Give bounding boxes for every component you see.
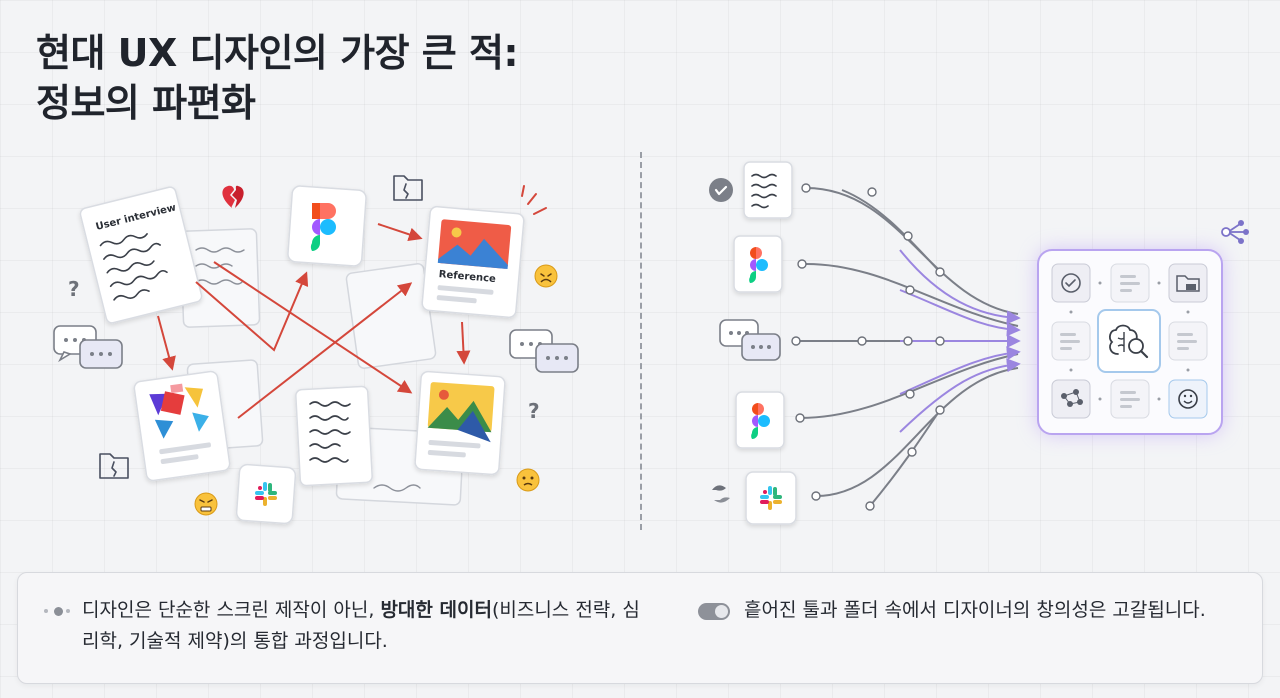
integration-hub — [1037, 249, 1223, 435]
hub-cell-doc-top — [1110, 263, 1150, 303]
question-icon-2: ? — [528, 399, 540, 423]
summary-left-part-1: 디자인은 단순한 스크린 제작이 아닌, — [82, 599, 381, 621]
hub-cell-folders — [1168, 263, 1208, 303]
figma-icon-right-1 — [733, 235, 783, 293]
worried-emoji-icon — [516, 468, 540, 492]
reference-label: Reference — [438, 269, 496, 285]
chat-bubbles-icon-right — [509, 329, 579, 373]
smiley-icon — [1168, 379, 1208, 419]
summary-left-bold: 방대한 데이터 — [380, 599, 492, 621]
shapes-image-icon — [133, 370, 231, 482]
summary-right-text: 흩어진 툴과 폴더 속에서 디자이너의 창의성은 고갈됩니다. — [744, 599, 1206, 621]
faint-card-2 — [345, 263, 437, 369]
page-title-line-2: 정보의 파편화 — [36, 81, 256, 125]
flow-nodes — [791, 183, 945, 511]
brain-search-icon — [1097, 309, 1161, 373]
toggle-icon — [698, 603, 730, 620]
summary-panel: 디자인은 단순한 스크린 제작이 아닌, 방대한 데이터(비즈니스 전략, 심리… — [17, 572, 1263, 684]
slack-icon-left — [235, 463, 297, 525]
hub-cell-doc-left — [1051, 321, 1091, 361]
broken-heart-icon — [222, 185, 244, 208]
angry-emoji-icon — [194, 492, 218, 516]
chat-swirl-icon — [712, 485, 730, 503]
doc-icon — [743, 161, 793, 219]
hub-cell-check — [1051, 263, 1091, 303]
slack-icon-right — [745, 471, 797, 525]
frustrated-emoji-icon — [534, 264, 558, 288]
question-icon-1: ? — [68, 277, 80, 301]
hub-cell-doc-right — [1168, 321, 1208, 361]
hub-cell-network — [1051, 379, 1091, 419]
dashed-divider — [640, 152, 642, 530]
page-title-line-1: 현대 UX 디자인의 가장 큰 적: — [36, 31, 519, 75]
summary-left-text: 디자인은 단순한 스크린 제작이 아닌, 방대한 데이터(비즈니스 전략, 심리… — [82, 595, 642, 657]
fragmentation-diagram: User interview Reference — [53, 161, 1249, 525]
notes-doc-icon — [295, 385, 373, 487]
landscape-image-icon — [414, 370, 506, 476]
alert-burst-icon — [521, 185, 547, 215]
reference-image-icon: Reference — [421, 205, 525, 319]
folder-icon-top — [393, 175, 423, 201]
dots-indicator-icon — [44, 607, 70, 617]
share-nodes-icon — [1221, 220, 1249, 244]
hub-cell-doc-bottom — [1110, 379, 1150, 419]
summary-left-part-2: (비즈니스 전략, 심리학, 기술적 제약)의 통합 과정입니다. — [82, 599, 640, 652]
folder-icon-bottom — [99, 453, 129, 479]
figma-icon — [287, 185, 367, 267]
chaotic-arrows — [157, 223, 471, 419]
chat-bubbles-icon-hub — [719, 319, 781, 361]
page-title: 현대 UX 디자인의 가장 큰 적: 정보의 파편화 — [36, 28, 519, 128]
chat-bubbles-icon-left — [53, 325, 123, 369]
figma-icon-right-2 — [735, 391, 785, 449]
checkmark-icon — [709, 178, 733, 202]
user-interview-doc-icon: User interview — [79, 186, 203, 324]
